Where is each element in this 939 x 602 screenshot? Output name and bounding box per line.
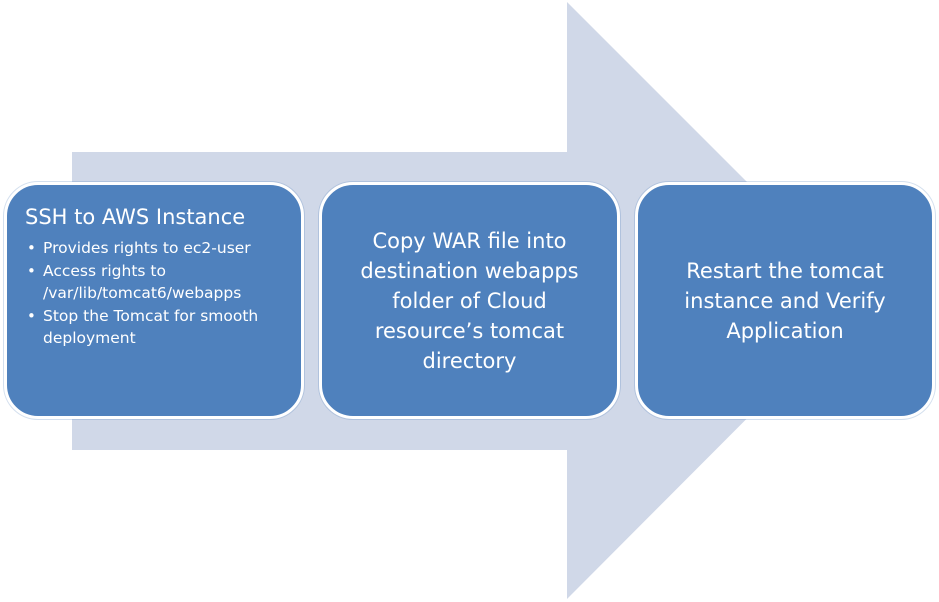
step-restart-box: Restart the tomcat instance and Verify A…	[635, 182, 935, 419]
bullet-icon: •	[27, 239, 36, 257]
bullet-text: Stop the Tomcat for smooth deployment	[43, 307, 259, 347]
bullet-icon: •	[27, 307, 36, 325]
bullet-item: • Provides rights to ec2-user	[25, 237, 285, 259]
bullet-text: Provides rights to ec2-user	[43, 239, 251, 257]
step-copy-war-box: Copy WAR file into destination webapps f…	[319, 182, 620, 419]
step-restart-text: Restart the tomcat instance and Verify A…	[684, 258, 886, 343]
bullet-text: Access rights to /var/lib/tomcat6/webapp…	[43, 262, 242, 302]
bullet-icon: •	[27, 262, 36, 280]
bullet-item: • Stop the Tomcat for smooth deployment	[25, 305, 285, 349]
step-copy-war-text: Copy WAR file into destination webapps f…	[360, 228, 579, 373]
bullet-item: • Access rights to /var/lib/tomcat6/weba…	[25, 260, 285, 304]
step-ssh-title: SSH to AWS Instance	[25, 205, 246, 229]
step-ssh-box: SSH to AWS Instance • Provides rights to…	[4, 182, 304, 419]
step-ssh-bullets: • Provides rights to ec2-user • Access r…	[25, 237, 285, 349]
